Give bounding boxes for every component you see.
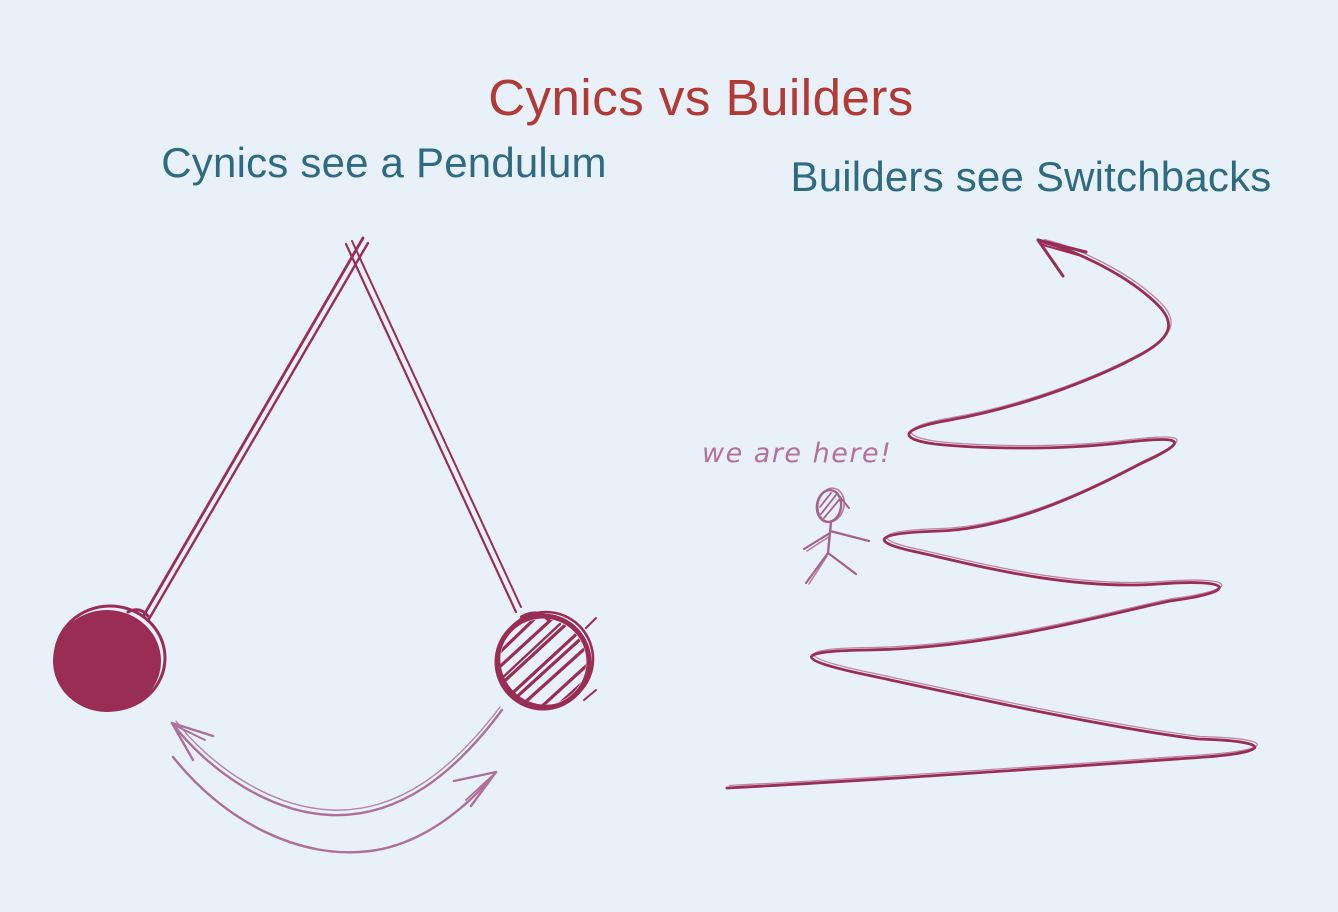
pendulum-bob-solid bbox=[53, 604, 167, 712]
left-panel-heading: Cynics see a Pendulum bbox=[161, 139, 607, 186]
page-title: Cynics vs Builders bbox=[488, 69, 914, 127]
pendulum-rod-right bbox=[344, 240, 522, 614]
we-are-here-label: we are here! bbox=[702, 438, 893, 469]
stick-figure-leg-right bbox=[826, 551, 858, 576]
switchback-path-overdraw bbox=[728, 238, 1258, 787]
stick-figure-arm-left bbox=[802, 531, 832, 551]
pendulum-bob-hatched bbox=[494, 610, 597, 711]
pendulum-rod-left bbox=[142, 236, 370, 621]
switchback-path bbox=[725, 240, 1257, 790]
right-panel-heading: Builders see Switchbacks bbox=[790, 153, 1272, 200]
swing-arrow-right bbox=[171, 755, 498, 854]
stick-figure-body bbox=[826, 520, 833, 555]
stick-figure-leg-left bbox=[804, 551, 830, 585]
pendulum-sketch bbox=[53, 236, 597, 854]
swing-arrow-left bbox=[170, 706, 504, 817]
stick-figure-sketch bbox=[802, 487, 871, 585]
switchback-arrowhead bbox=[1036, 238, 1088, 278]
switchback-arrow-sketch bbox=[725, 238, 1258, 790]
stick-figure-arm-right bbox=[828, 529, 871, 543]
